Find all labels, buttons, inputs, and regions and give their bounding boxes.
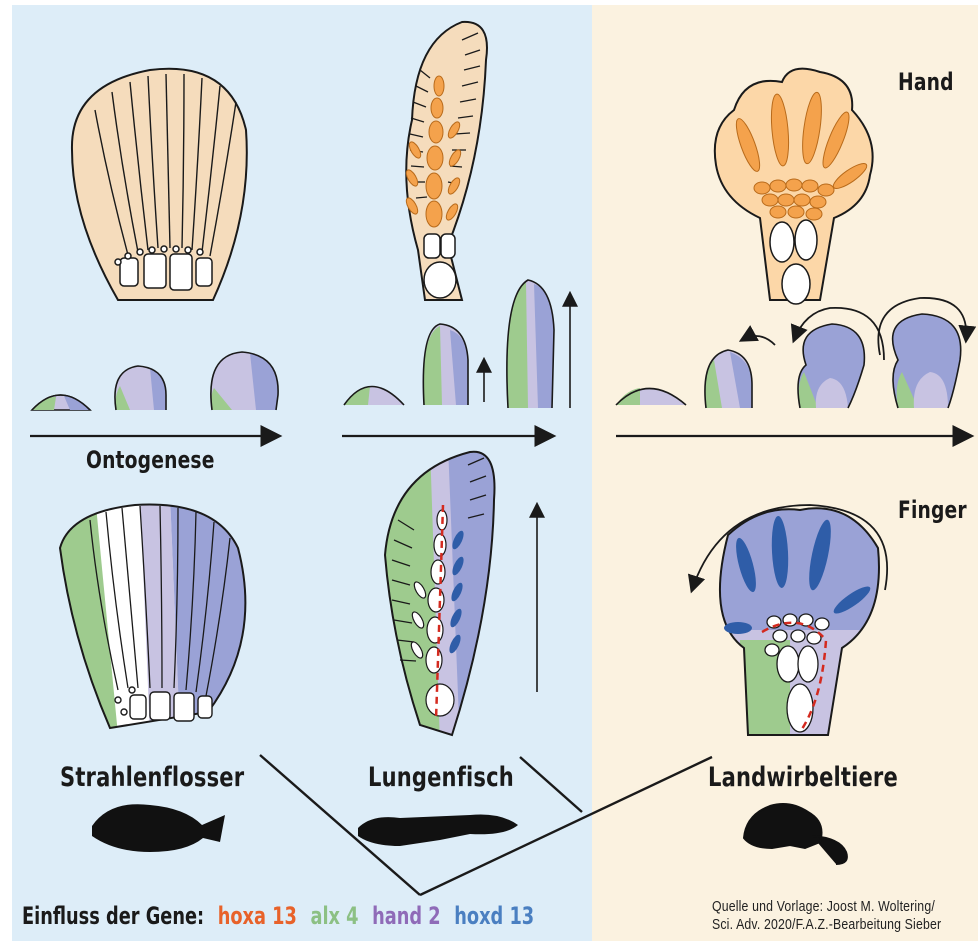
legend-gene-hoxd13: hoxd 13 — [454, 902, 534, 930]
ray-finned-fin-top — [72, 69, 247, 300]
ray-finned-fin-bottom — [50, 495, 270, 735]
ontogenese-label: Ontogenese — [86, 446, 215, 474]
cichlid-silhouette — [92, 804, 225, 852]
tetrapod-hand-top — [715, 69, 873, 304]
hand-label: Hand — [898, 68, 954, 96]
legend-gene-hand2: hand 2 — [372, 902, 441, 930]
legend-title: Einfluss der Gene: — [22, 902, 204, 930]
lungfish-fin-bottom — [380, 445, 537, 745]
group-landwirbeltiere: Landwirbeltiere — [708, 762, 898, 793]
group-lungenfisch: Lungenfisch — [368, 762, 514, 793]
gene-legend: Einfluss der Gene: hoxa 13 alx 4 hand 2 … — [22, 902, 542, 930]
lungfish-silhouette — [358, 814, 518, 846]
fin-buds-ray-finned — [32, 352, 278, 410]
mouse-silhouette — [744, 804, 847, 864]
finger-label: Finger — [898, 496, 967, 524]
source-line-1: Quelle und Vorlage: Joost M. Woltering/ — [712, 898, 935, 915]
lungfish-fin-top — [404, 22, 487, 300]
group-strahlenflosser: Strahlenflosser — [60, 762, 244, 793]
tetrapod-hand-bottom — [692, 495, 900, 750]
legend-gene-hoxa13: hoxa 13 — [218, 902, 297, 930]
silhouettes — [92, 804, 847, 864]
limb-buds-tetrapod — [616, 298, 966, 408]
source-line-2: Sci. Adv. 2020/F.A.Z.-Bearbeitung Sieber — [712, 916, 941, 933]
legend-gene-alx4: alx 4 — [310, 902, 358, 930]
